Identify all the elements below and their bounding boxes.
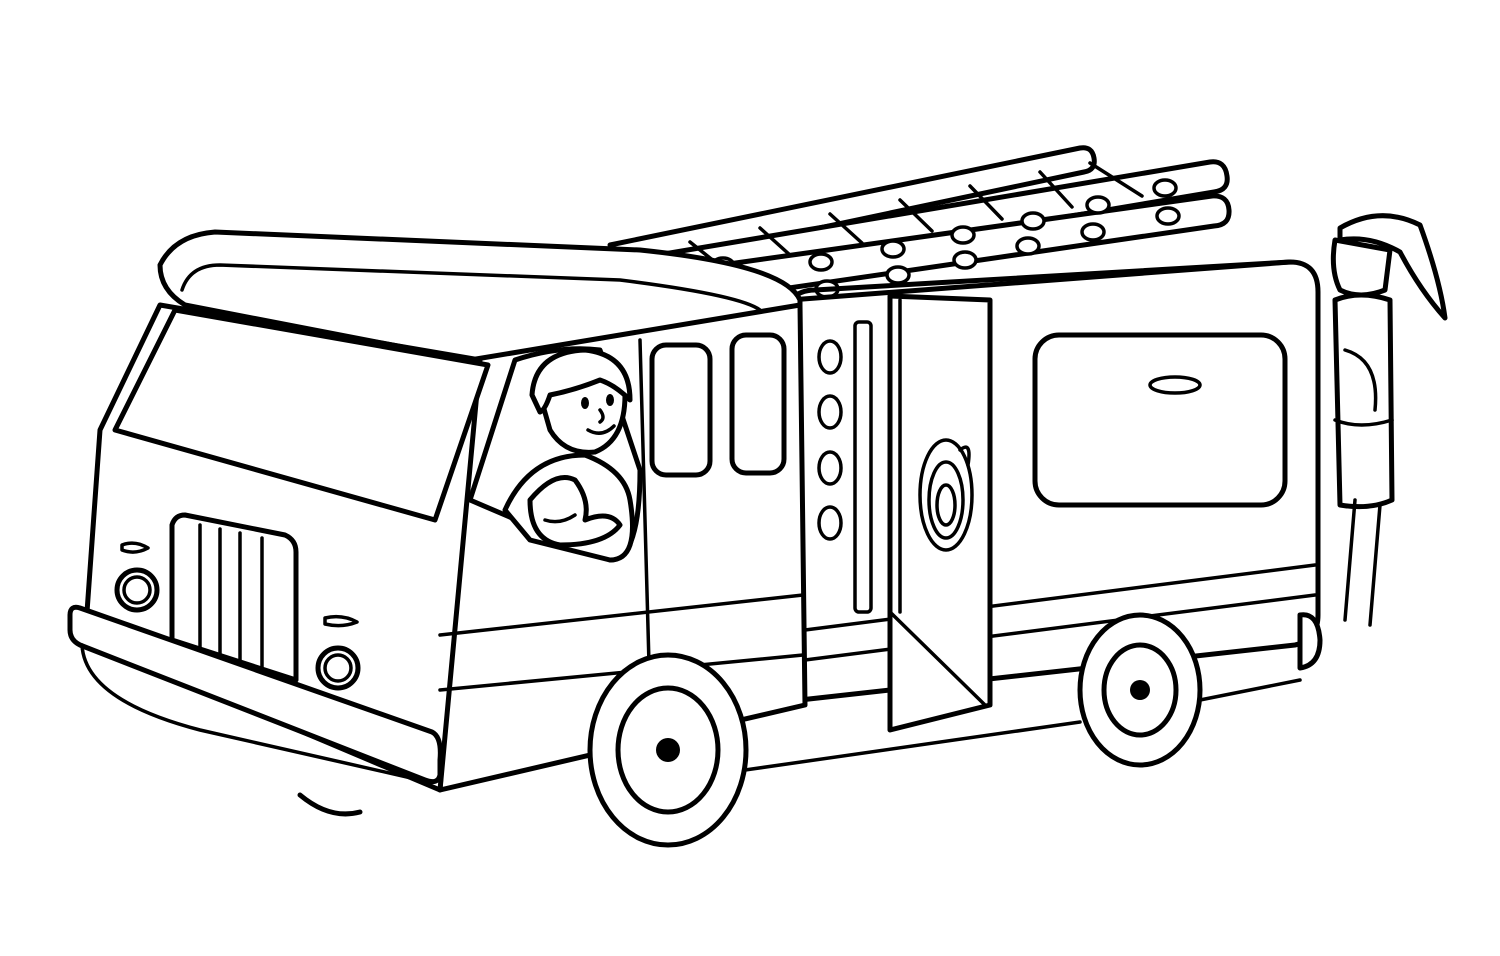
cab-window-2 — [729, 332, 787, 476]
rear-body — [787, 259, 1323, 733]
side-lights — [817, 339, 843, 541]
front-wheel-icon — [587, 652, 749, 848]
firefighter-helmet-icon — [1337, 213, 1448, 321]
headlight-right-icon — [315, 614, 361, 691]
hose-reel-icon — [918, 438, 974, 552]
ladder-rail-back — [607, 145, 1097, 271]
ladder — [607, 145, 1232, 301]
front-bumper — [67, 604, 443, 785]
grille-bars — [198, 523, 264, 672]
standing-firefighter-coat — [1332, 292, 1395, 510]
side-panel-window — [1032, 332, 1288, 508]
driver-firefighter — [502, 347, 635, 563]
firefighter-standing — [1330, 213, 1448, 627]
panel-handle — [1148, 375, 1202, 395]
ladder-rungs — [688, 161, 1144, 268]
windshield — [112, 307, 491, 523]
rear-wheel-icon — [1077, 612, 1203, 768]
headlight-left-icon — [114, 541, 160, 613]
cab-window-1 — [649, 342, 713, 478]
side-bar — [853, 320, 873, 614]
back-wheel-hint — [297, 792, 363, 817]
ladder-rail-front — [697, 193, 1232, 301]
grille — [169, 512, 299, 683]
